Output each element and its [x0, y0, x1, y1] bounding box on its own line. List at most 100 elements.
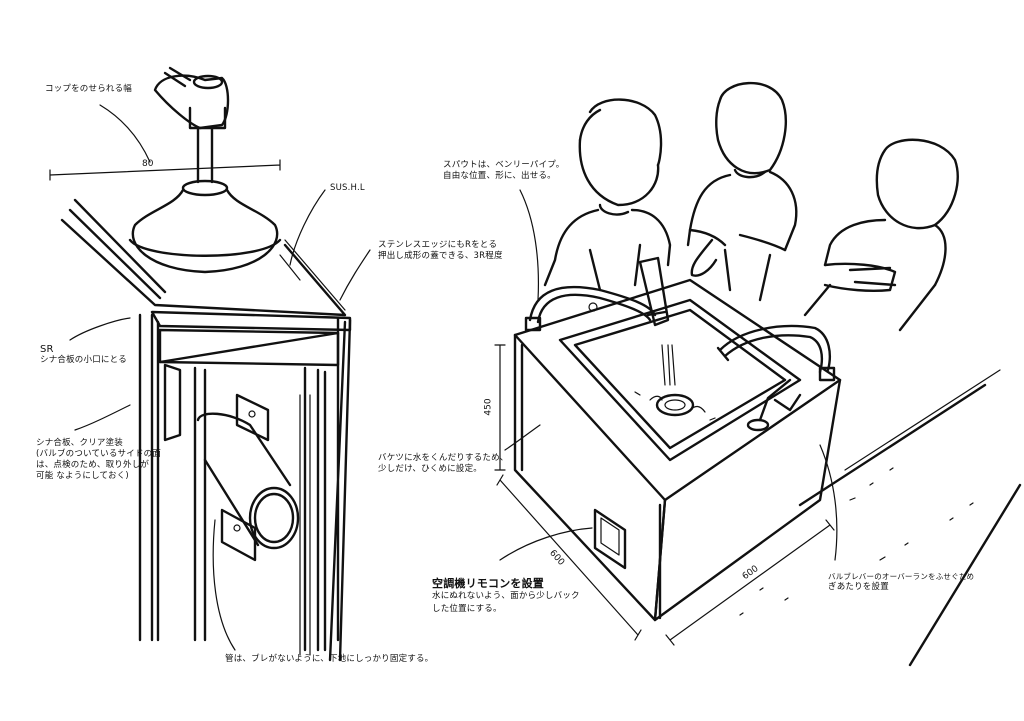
bolt-icon	[234, 525, 240, 531]
dimension-450-label: 450	[483, 398, 494, 416]
dimension-80-label: 80	[142, 159, 154, 169]
leader-ac-remote	[500, 528, 592, 560]
leader-bucket	[505, 425, 540, 450]
left-leader-lines	[50, 105, 370, 650]
right-spout-pipe-inner	[725, 335, 822, 372]
dimension-600-left	[497, 475, 641, 640]
annotation-line: シナ合板の小口にとる	[40, 355, 128, 365]
cabinet-inner-left-panel	[165, 365, 180, 440]
ac-remote-panel-icon	[595, 510, 625, 568]
ac-remote-inner	[601, 518, 619, 555]
right-spout-base	[820, 368, 834, 380]
left-spout-pipe-inner	[538, 295, 650, 322]
pipe-body	[198, 414, 290, 545]
annotation-shina-panel: シナ合板、クリア塗装 (バルブのついているサイドの面 は、点検のため、取り外しが…	[36, 438, 161, 482]
annotation-line: SR	[40, 344, 54, 355]
annotation-line: (バルブのついているサイドの面	[36, 449, 162, 459]
faucet-base-rim	[130, 240, 280, 256]
dimension-600-right	[666, 520, 834, 645]
annotation-valve-lever: バルブレバーのオーバーランをふせぐため ぎあたりを設置	[828, 571, 974, 593]
right-main-drawing	[515, 83, 1020, 665]
water-splash	[635, 392, 715, 420]
left-spout-base	[526, 318, 540, 330]
leader-pipe-fix	[213, 520, 235, 650]
faucet-handle-arm	[165, 68, 190, 86]
center-faucet-base	[648, 312, 665, 315]
center-faucet-icon	[640, 258, 668, 325]
annotation-line: バケツに水をくんだりするため、	[378, 453, 509, 463]
valve-lever-icon	[760, 380, 800, 420]
pipe-clamp-upper	[237, 395, 268, 440]
leader-sr	[70, 318, 130, 340]
dimension-80	[50, 160, 280, 180]
annotation-sr: SR シナ合板の小口にとる	[40, 344, 127, 366]
pipe-clamp-lower	[222, 510, 255, 560]
annotation-stainless-edge: ステンレスエッジにもRをとる 押出し成形の蓋できる、3R程度	[378, 240, 503, 262]
cabinet-back-right	[305, 368, 325, 650]
left-detail-drawing	[62, 68, 350, 660]
cabinet-inner-post	[195, 368, 205, 640]
sink-basin-inner	[575, 310, 785, 448]
counter-top	[62, 220, 345, 315]
annotation-line: 可能 なようにしておく)	[36, 471, 129, 481]
child-figure-left	[545, 100, 670, 290]
annotation-sus-hl: SUS.H.L	[330, 183, 365, 193]
cabinet-diagonal	[160, 333, 338, 362]
annotation-line: 自由な位置、形に、出せる。	[443, 171, 556, 181]
faucet-base-bell	[133, 190, 277, 272]
floor-line-3	[910, 485, 1020, 665]
annotation-line: 空調機リモコンを設置	[432, 577, 544, 590]
dimension-450	[495, 345, 505, 470]
annotation-line: した位置にする。	[432, 604, 502, 614]
annotation-line: 少しだけ、ひくめに設定。	[378, 464, 482, 474]
annotation-spout: スパウトは、ベンリーパイプ。 自由な位置、形に、出せる。	[443, 160, 564, 182]
right-dimension-lines	[495, 190, 837, 645]
sink-box-edge	[522, 345, 660, 618]
valve-lever-base	[748, 420, 768, 430]
floor-line-2	[845, 370, 1000, 470]
faucet-cap	[194, 76, 222, 88]
annotation-line: シナ合板、クリア塗装	[36, 438, 124, 448]
faucet-handle-icon	[155, 76, 228, 128]
leader-sus	[290, 190, 325, 265]
annotation-line: は、点検のため、取り外しが	[36, 460, 150, 470]
pipe-end-inner	[255, 494, 293, 542]
annotation-line: バルブレバーのオーバーランをふせぐため	[828, 572, 975, 581]
leader-valve-lever	[820, 445, 837, 560]
left-valve-icon	[589, 303, 597, 311]
pipe-end-icon	[250, 488, 298, 548]
annotation-line: ぎあたりを設置	[828, 582, 889, 592]
annotation-line: スパウトは、ベンリーパイプ。	[443, 160, 565, 170]
drain-icon	[657, 395, 693, 415]
cabinet-right-side	[330, 318, 350, 660]
cabinet-back-lines	[300, 395, 310, 655]
faucet-stem	[198, 128, 212, 182]
left-spout-pipe	[530, 287, 655, 320]
leader-cup-width	[100, 105, 150, 162]
faucet-neck	[190, 108, 225, 128]
annotation-ac-remote: 空調機リモコンを設置 水にぬれないよう、面から少しバック した位置にする。	[432, 577, 580, 616]
right-spout-pipe	[720, 326, 830, 370]
leader-stainless-edge	[340, 250, 370, 300]
leader-spout	[520, 190, 538, 300]
annotation-bucket: バケツに水をくんだりするため、 少しだけ、ひくめに設定。	[378, 453, 509, 475]
annotation-line: ステンレスエッジにもRをとる	[378, 240, 498, 250]
drain-inner	[665, 400, 685, 410]
annotation-cup-width: コップをのせられる幅	[45, 84, 133, 94]
floor-line-1	[800, 385, 985, 505]
child-figure-right	[805, 140, 958, 330]
water-stream	[662, 345, 675, 385]
floor-dots	[740, 468, 973, 615]
annotation-line: 水にぬれないよう、面から少しバック	[432, 591, 580, 601]
right-spout-nozzle	[718, 348, 728, 360]
bolt-icon	[249, 411, 255, 417]
sink-basin-outer	[560, 300, 800, 460]
annotation-pipe-fix: 管は、ブレがないように、下地にしっかり固定する。	[225, 654, 434, 664]
faucet-base-top	[183, 181, 227, 195]
counter-top-edge	[70, 200, 165, 298]
leader-shina	[75, 405, 130, 430]
child-figure-middle	[688, 83, 796, 300]
annotation-line: 押出し成形の蓋できる、3R程度	[378, 251, 503, 261]
counter-hairline	[280, 240, 345, 310]
